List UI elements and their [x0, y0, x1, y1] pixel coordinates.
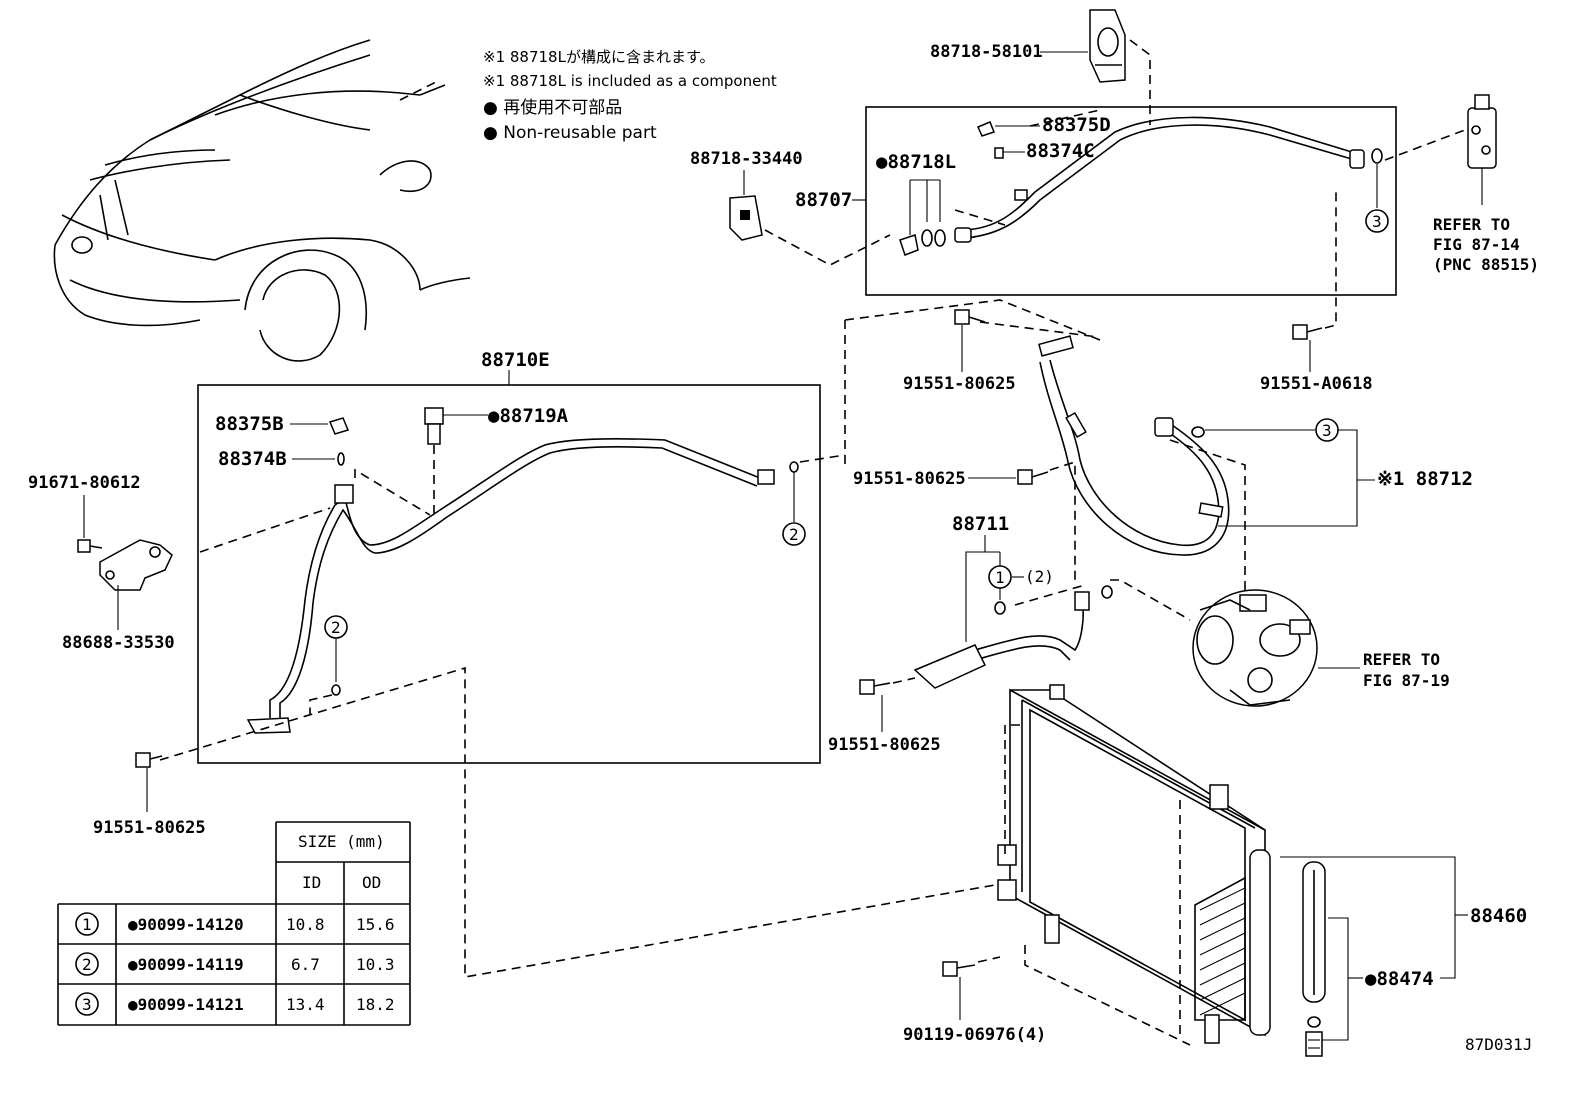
table-row-3-id: 13.4: [286, 995, 325, 1014]
label-91671-80612: 91671-80612: [28, 473, 141, 493]
table-row-1-part: ●90099-14120: [128, 915, 244, 934]
callout-2-left-label: 2: [331, 618, 341, 637]
hose-88711: [913, 591, 1090, 689]
label-88460: 88460: [1470, 905, 1527, 927]
pipe-88707: [954, 116, 1365, 243]
clamp-88718-58101: [1040, 9, 1126, 83]
cap-88375B: [328, 417, 350, 435]
label-91551-80625-left: 91551-80625: [93, 818, 206, 838]
table-row-1-id: 10.8: [286, 915, 325, 934]
label-88718-33440: 88718-33440: [690, 149, 803, 169]
cap-88375D: [977, 121, 995, 137]
ref-87-19-line2: FIG 87-19: [1363, 671, 1450, 690]
label-88718L: ●88718L: [876, 151, 956, 173]
bolt-91551-80625-left: [135, 752, 163, 812]
ref-87-14-line3: (PNC 88515): [1433, 255, 1539, 274]
note-nonreusable-jp: ● 再使用不可部品: [483, 97, 622, 118]
bolt-90119-06976: [942, 961, 976, 1020]
note-nonreusable-en: ● Non-reusable part: [483, 123, 657, 143]
label-88719A: ●88719A: [488, 405, 569, 427]
callout-1-hose-label: 1: [995, 568, 1005, 587]
table-row-3-od: 18.2: [356, 995, 395, 1014]
label-88374C: 88374C: [1026, 140, 1095, 162]
label-88711: 88711: [952, 513, 1009, 535]
bolt-91551-80625-lower: [859, 679, 891, 732]
size-table-col-od: OD: [362, 873, 381, 892]
table-row-2-od: 10.3: [356, 955, 395, 974]
bolt-91551-80625-mid: [968, 469, 1049, 485]
size-table-header: SIZE (mm): [298, 832, 385, 851]
label-88374B: 88374B: [218, 448, 287, 470]
label-91551-A0618: 91551-A0618: [1260, 374, 1373, 394]
figure-code: 87D031J: [1465, 1035, 1532, 1054]
label-88375D: 88375D: [1042, 114, 1111, 136]
size-table: SIZE (mm) ID OD 1 ●90099-14120 10.8 15.6…: [57, 821, 411, 1026]
size-table-col-id: ID: [302, 873, 321, 892]
clamp-88718-33440: [729, 170, 763, 241]
table-row-2-mark: 2: [82, 955, 92, 974]
label-88710E: 88710E: [481, 349, 550, 371]
car-illustration: [53, 39, 471, 362]
table-row-2-part: ●90099-14119: [128, 955, 244, 974]
bolt-91551-A0618: [1292, 324, 1323, 372]
note-component-en: ※1 88718L is included as a component: [483, 72, 777, 90]
ref-87-19-line1: REFER TO: [1363, 650, 1440, 669]
valve-core-88374C: [994, 147, 1004, 159]
valve-core-88374B: [337, 452, 345, 466]
table-row-2-id: 6.7: [291, 955, 320, 974]
callout-2-right-label: 2: [789, 525, 799, 544]
group-box-88710E: [197, 384, 821, 764]
label-88707: 88707: [795, 189, 852, 211]
label-88688-33530: 88688-33530: [62, 633, 175, 653]
table-row-3-part: ●90099-14121: [128, 995, 244, 1014]
table-row-1-mark: 1: [82, 915, 92, 934]
label-90119-06976: 90119-06976(4): [903, 1025, 1046, 1045]
table-row-1-od: 15.6: [356, 915, 395, 934]
label-91551-80625-mid: 91551-80625: [853, 469, 966, 489]
label-88711-sub: (2): [1025, 567, 1054, 586]
label-88718-58101: 88718-58101: [930, 42, 1043, 62]
orings-88718L: [899, 179, 946, 256]
callout-2-right: [782, 522, 806, 546]
label-88712: ※1 88712: [1377, 468, 1473, 490]
ref-87-14-line1: REFER TO: [1433, 215, 1510, 234]
label-88375B: 88375B: [215, 413, 284, 435]
note-component-jp: ※1 88718Lが構成に含まれます。: [483, 48, 714, 66]
bolt-91551-80625-top: [954, 309, 986, 372]
ref-87-14-line2: FIG 87-14: [1433, 235, 1520, 254]
label-91551-80625-lower: 91551-80625: [828, 735, 941, 755]
expansion-valve-part: [1467, 94, 1497, 169]
callout-3-upper: [1365, 209, 1389, 233]
hose-88712: [1038, 335, 1230, 556]
callout-3-upper-label: 3: [1372, 212, 1382, 231]
table-row-3-mark: 3: [82, 995, 92, 1014]
desiccant-88474: [1302, 861, 1326, 1057]
callout-3-hose-label: 3: [1322, 421, 1332, 440]
label-91551-80625-top: 91551-80625: [903, 374, 1016, 394]
group-box-88707: [865, 106, 1397, 296]
pipe-88710E: [246, 438, 775, 734]
compressor-part: [1192, 589, 1318, 707]
bolt-91671-80612: [77, 495, 103, 553]
condenser-88460: [997, 684, 1271, 1044]
switch-88719A: [424, 407, 444, 425]
label-88474: ●88474: [1365, 968, 1434, 990]
bracket-88688-33530: [99, 539, 173, 630]
